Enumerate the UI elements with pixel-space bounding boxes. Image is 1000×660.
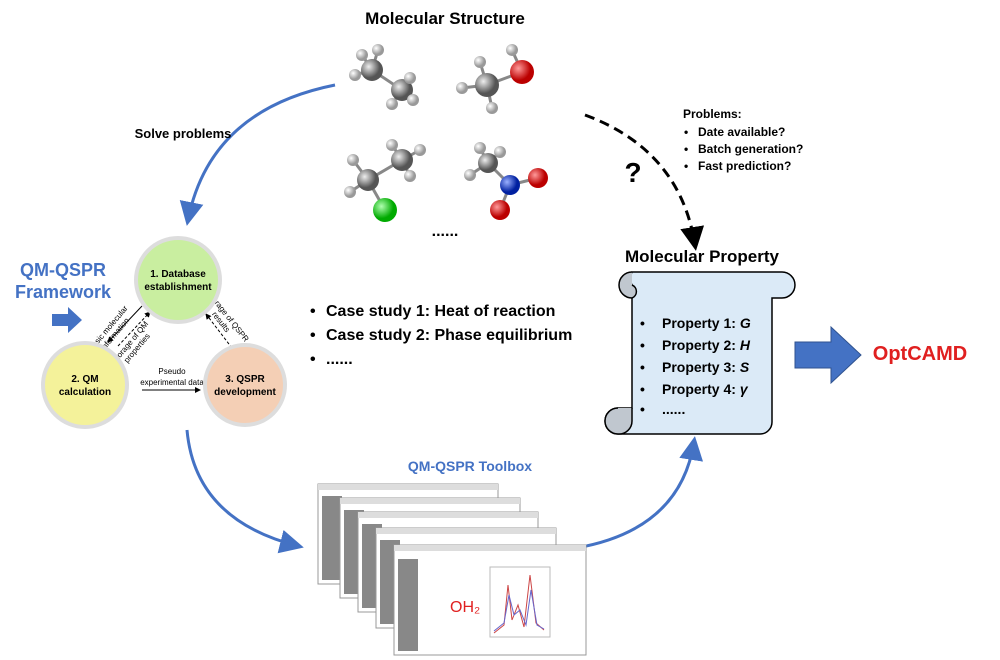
question-mark: ? — [624, 157, 641, 188]
framework-title-line2: Framework — [15, 282, 112, 302]
framework-title-line1: QM-QSPR — [20, 260, 106, 280]
problem-item: Fast prediction? — [698, 159, 791, 173]
node-database: 1. Database establishment — [134, 236, 222, 324]
property-item: Property 3: S — [662, 359, 750, 375]
methanol-molecule — [456, 44, 534, 114]
problem-item: Date available? — [698, 125, 785, 139]
property-item: Property 2: H — [662, 337, 751, 353]
problem-item: Batch generation? — [698, 142, 803, 156]
solve-problems-arrow — [179, 83, 336, 226]
svg-text:•: • — [684, 125, 688, 139]
svg-text:•: • — [640, 337, 645, 353]
toolbox-to-property-arrow — [575, 436, 704, 550]
property-scroll — [604, 271, 796, 435]
property-item: Property 1: G — [662, 315, 751, 331]
svg-text:•: • — [310, 303, 316, 320]
molecular-structure-title: Molecular Structure — [365, 9, 525, 28]
svg-text:•: • — [640, 381, 645, 397]
property-item: Property 4: γ — [662, 381, 749, 397]
svg-text:•: • — [310, 351, 316, 368]
property-item: ...... — [662, 401, 685, 417]
svg-text:•: • — [640, 359, 645, 375]
svg-text:calculation: calculation — [59, 387, 111, 398]
molecular-property-title: Molecular Property — [625, 247, 780, 266]
svg-text:2. QM: 2. QM — [71, 374, 98, 385]
case-studies-list: • Case study 1: Heat of reaction • Case st… — [310, 303, 572, 368]
node-qm-calculation: 2. QM calculation — [41, 341, 129, 429]
case-study-item: ...... — [326, 351, 353, 368]
toolbox-molecule-label: OH₂ — [450, 599, 480, 616]
svg-text:•: • — [640, 315, 645, 331]
nitromethane-molecule — [464, 142, 548, 220]
solve-problems-label: Solve problems — [135, 126, 232, 141]
case-study-item: Case study 2: Phase equilibrium — [326, 327, 572, 344]
framework-edges — [107, 305, 233, 393]
optcamd-arrow — [794, 325, 862, 385]
ethane-molecule — [349, 44, 419, 110]
property-list: • Property 1: G • Property 2: H • Property … — [640, 315, 751, 417]
framework-entry-arrow — [52, 307, 82, 333]
unknown-path-arrow — [584, 113, 705, 251]
toolbox-title: QM-QSPR Toolbox — [408, 458, 532, 474]
svg-text:development: development — [214, 387, 276, 398]
svg-text:3. QSPR: 3. QSPR — [225, 374, 265, 385]
svg-text:•: • — [310, 327, 316, 344]
svg-text:1. Database: 1. Database — [150, 269, 206, 280]
problems-list: Problems: • Date available? • Batch genera… — [683, 107, 803, 173]
toolbox-window-front — [393, 544, 587, 656]
node-qspr-development: 3. QSPR development — [203, 343, 287, 427]
optcamd-label: OptCAMD — [873, 343, 967, 365]
problems-heading: Problems: — [683, 107, 742, 121]
chloroethane-molecule — [344, 139, 426, 222]
framework-to-toolbox-arrow — [185, 429, 304, 554]
svg-text:•: • — [684, 159, 688, 173]
svg-text:establishment: establishment — [144, 282, 212, 293]
toolbox-screenshots: OH₂ — [317, 483, 587, 656]
case-study-item: Case study 1: Heat of reaction — [326, 303, 555, 320]
svg-text:•: • — [684, 142, 688, 156]
more-molecules-ellipsis: ...... — [432, 223, 459, 240]
svg-text:•: • — [640, 401, 645, 417]
